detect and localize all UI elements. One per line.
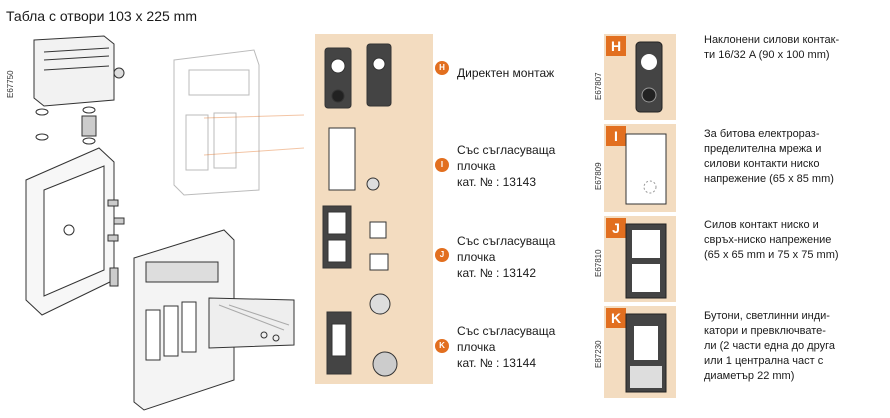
badge-h: H: [435, 61, 449, 75]
item-i-text: За битова електрораз- пределителна мрежа…: [704, 128, 834, 185]
item-h-badge: H: [606, 36, 626, 56]
item-k-badge: K: [606, 308, 626, 328]
inclined-socket-icon: [635, 41, 663, 113]
item-h-code: E67807: [594, 72, 603, 100]
item-j-cell: J: [604, 216, 676, 302]
badge-j: J: [435, 248, 449, 262]
item-i-badge: I: [606, 126, 626, 146]
item-j-code: E67810: [594, 249, 603, 277]
item-h-text: Наклонени силови контак- ти 16/32 A (90 …: [704, 34, 840, 61]
enclosure-exploded-illustration: [25, 35, 305, 411]
badge-i: I: [435, 158, 449, 172]
item-i-cell: I: [604, 124, 676, 212]
badge-k: K: [435, 339, 449, 353]
blank-plate-icon: [625, 133, 667, 205]
middle-item-j-text: Със съгласуваща плочка кат. № : 13142: [457, 234, 556, 280]
item-j-text: Силов контакт ниско и свръх-ниско напреж…: [704, 219, 839, 261]
item-k-cell: K: [604, 306, 676, 398]
item-h-cell: H: [604, 34, 676, 120]
item-j-badge: J: [606, 218, 626, 238]
page-title: Табла с отвори 103 x 225 mm: [6, 8, 197, 24]
module-options-illustration: [322, 43, 398, 377]
middle-item-k-text: Със съгласуваща плочка кат. № : 13144: [457, 324, 556, 370]
item-k-code: E87230: [594, 340, 603, 368]
item-i-code: E67809: [594, 162, 603, 190]
button-plate-icon: [625, 313, 667, 393]
item-k-text: Бутони, светлинни инди- катори и превклю…: [704, 310, 835, 382]
module-options-panel: H I J K: [315, 34, 449, 384]
middle-item-i-text: Със съгласуваща плочка кат. № : 13143: [457, 143, 556, 189]
middle-item-h-text: Директен монтаж: [457, 66, 555, 80]
dual-socket-plate-icon: [625, 223, 667, 299]
